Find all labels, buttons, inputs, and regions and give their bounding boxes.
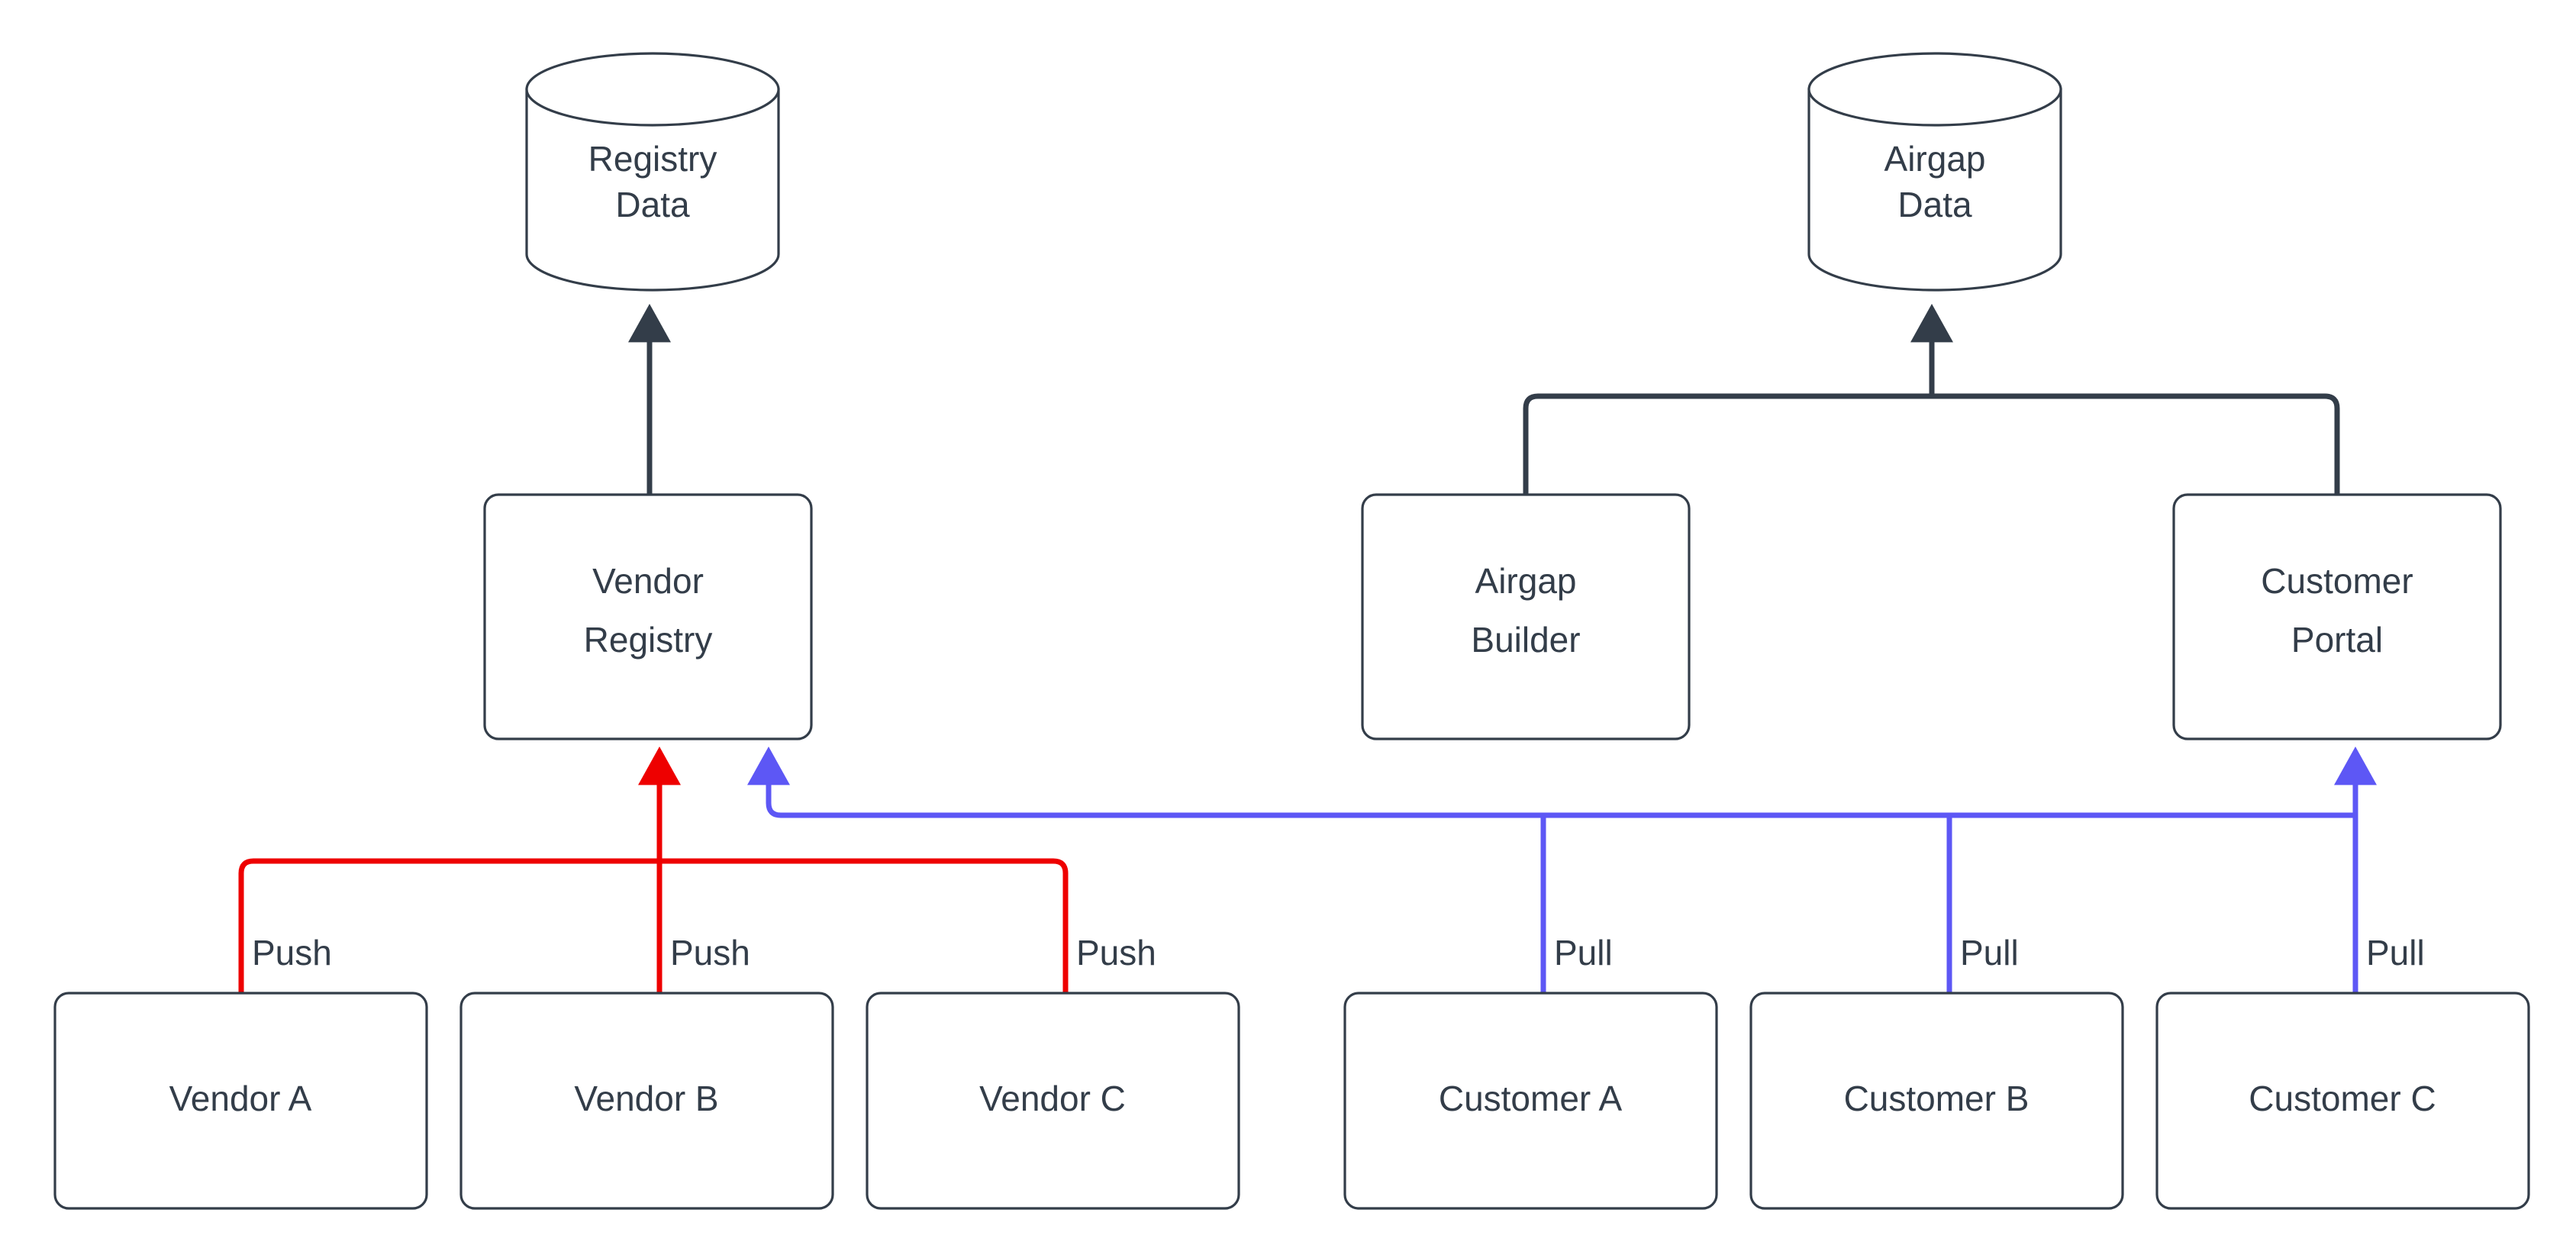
edge-label-vendor-a-push: Push bbox=[252, 933, 332, 973]
node-label: Customer A bbox=[1439, 1079, 1623, 1118]
node-customer-c[interactable]: Customer C bbox=[2155, 992, 2530, 1210]
node-customer-a[interactable]: Customer A bbox=[1343, 992, 1718, 1210]
pull-bus bbox=[766, 752, 2355, 818]
node-label: Vendor A bbox=[169, 1079, 312, 1118]
node-label: Vendor C bbox=[979, 1079, 1126, 1118]
node-label: Customer C bbox=[2249, 1079, 2436, 1118]
push-bus bbox=[238, 858, 1069, 993]
node-label: Customer B bbox=[1844, 1079, 2030, 1118]
node-vendor-a[interactable]: Vendor A bbox=[53, 992, 428, 1210]
node-box bbox=[2155, 992, 2530, 1210]
node-airgap-builder[interactable]: Airgap Builder bbox=[1361, 493, 1691, 740]
edge-label-customer-b-pull: Pull bbox=[1960, 933, 2019, 973]
node-box bbox=[459, 992, 834, 1210]
node-label-line2: Data bbox=[615, 185, 690, 224]
node-vendor-registry[interactable]: Vendor Registry bbox=[483, 493, 813, 740]
cylinder-body bbox=[1807, 88, 2062, 292]
node-vendor-b[interactable]: Vendor B bbox=[459, 992, 834, 1210]
node-label-line2: Registry bbox=[584, 620, 713, 660]
node-box bbox=[53, 992, 428, 1210]
edge-label-vendor-c-push: Push bbox=[1076, 933, 1156, 973]
node-box bbox=[1343, 992, 1718, 1210]
node-label-line2: Data bbox=[1897, 185, 1972, 224]
cylinder-top bbox=[525, 52, 780, 127]
node-customer-portal[interactable]: Customer Portal bbox=[2172, 493, 2502, 740]
node-label-line2: Portal bbox=[2291, 620, 2383, 660]
cylinder-body bbox=[525, 88, 780, 292]
node-box bbox=[1749, 992, 2124, 1210]
edge-label-customer-c-pull: Pull bbox=[2366, 933, 2425, 973]
edge-group-push bbox=[238, 746, 1069, 993]
edge-label-vendor-b-push: Push bbox=[670, 933, 750, 973]
cylinder-top bbox=[1807, 52, 2062, 127]
node-box bbox=[866, 992, 1240, 1210]
node-label-line1: Customer bbox=[2261, 561, 2413, 601]
edge-label-customer-a-pull: Pull bbox=[1554, 933, 1613, 973]
node-vendor-c[interactable]: Vendor C bbox=[866, 992, 1240, 1210]
edge-group-pull bbox=[747, 746, 2377, 993]
node-label-line1: Registry bbox=[588, 139, 717, 179]
edge-tree-bar bbox=[1523, 393, 2340, 495]
node-label-line2: Builder bbox=[1471, 620, 1580, 660]
node-box bbox=[1361, 493, 1691, 740]
node-box bbox=[483, 493, 813, 740]
node-box bbox=[2172, 493, 2502, 740]
node-label: Vendor B bbox=[574, 1079, 718, 1118]
node-label-line1: Airgap bbox=[1475, 561, 1577, 601]
edge-airgap-tree-to-airgap-data bbox=[1523, 303, 2340, 495]
node-customer-b[interactable]: Customer B bbox=[1749, 992, 2124, 1210]
node-label-line1: Vendor bbox=[592, 561, 704, 601]
node-airgap-data[interactable]: Airgap Data bbox=[1807, 52, 2062, 292]
node-registry-data[interactable]: Registry Data bbox=[525, 52, 780, 292]
node-label-line1: Airgap bbox=[1884, 139, 1986, 179]
